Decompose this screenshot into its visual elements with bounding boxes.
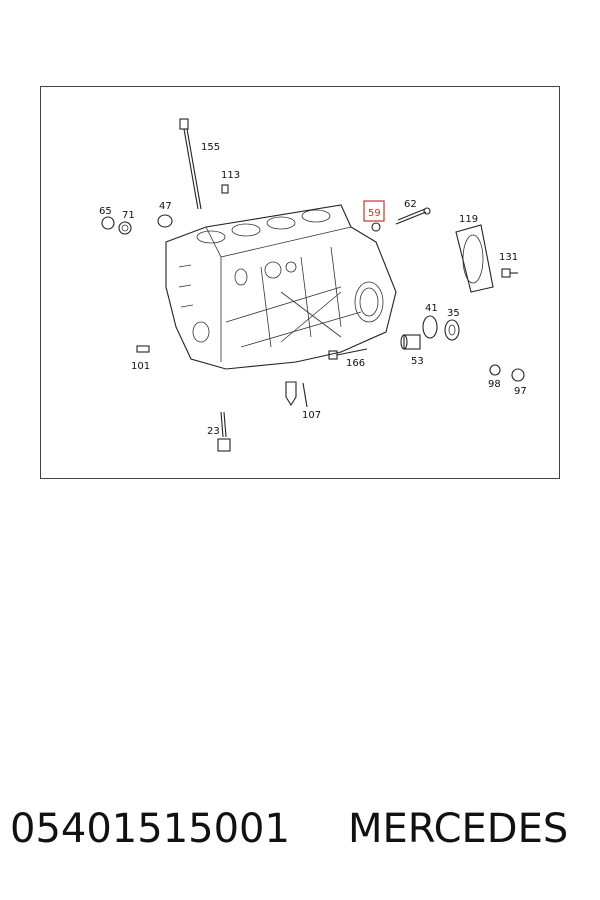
callout-62: 62 — [404, 199, 417, 210]
callout-47: 47 — [159, 201, 172, 212]
part-53-sleeve — [400, 334, 421, 350]
callout-113: 113 — [221, 170, 240, 181]
part-98-washer — [489, 364, 501, 376]
part-59-ring — [371, 222, 381, 232]
product-caption: 05401515001 MERCEDES — [0, 800, 600, 860]
callout-97: 97 — [514, 386, 527, 397]
callout-53: 53 — [411, 356, 424, 367]
part-35-seal — [444, 319, 460, 341]
part-107-sensor — [285, 381, 308, 408]
part-23-bolt — [217, 411, 231, 452]
callout-155: 155 — [201, 142, 220, 153]
callout-23: 23 — [207, 426, 220, 437]
callout-59: 59 — [368, 208, 381, 219]
part-47-plug — [157, 214, 173, 228]
part-155-bolt — [179, 118, 202, 210]
callout-101: 101 — [131, 361, 150, 372]
part-62-dowel — [395, 207, 431, 225]
exploded-parts-diagram: 155 113 65 71 47 59 62 119 131 41 35 53 … — [40, 86, 560, 479]
callout-71: 71 — [122, 210, 135, 221]
callout-65: 65 — [99, 206, 112, 217]
part-number: 05401515001 — [10, 806, 290, 852]
callout-98: 98 — [488, 379, 501, 390]
part-166-bolt — [328, 348, 368, 360]
part-65-plug — [101, 216, 115, 230]
callout-107: 107 — [302, 410, 321, 421]
callout-131: 131 — [499, 252, 518, 263]
callout-35: 35 — [447, 308, 460, 319]
engine-block — [165, 204, 397, 370]
part-35-seal-inner — [448, 324, 456, 336]
brand-name: MERCEDES — [348, 806, 569, 852]
callout-41: 41 — [425, 303, 438, 314]
callout-119: 119 — [459, 214, 478, 225]
part-119-cover — [455, 224, 494, 293]
part-131-bolt — [501, 268, 518, 278]
callout-59-highlight-box — [363, 200, 385, 222]
part-71-seal — [118, 221, 132, 235]
part-113-sleeve — [221, 184, 229, 194]
part-41-oring — [422, 315, 438, 339]
part-71-seal-inner — [121, 224, 129, 232]
diagram-svg: 155 113 65 71 47 59 62 119 131 41 35 53 … — [99, 118, 527, 452]
part-97-plug — [511, 368, 525, 382]
callout-166: 166 — [346, 358, 365, 369]
part-101-pin — [136, 345, 150, 353]
